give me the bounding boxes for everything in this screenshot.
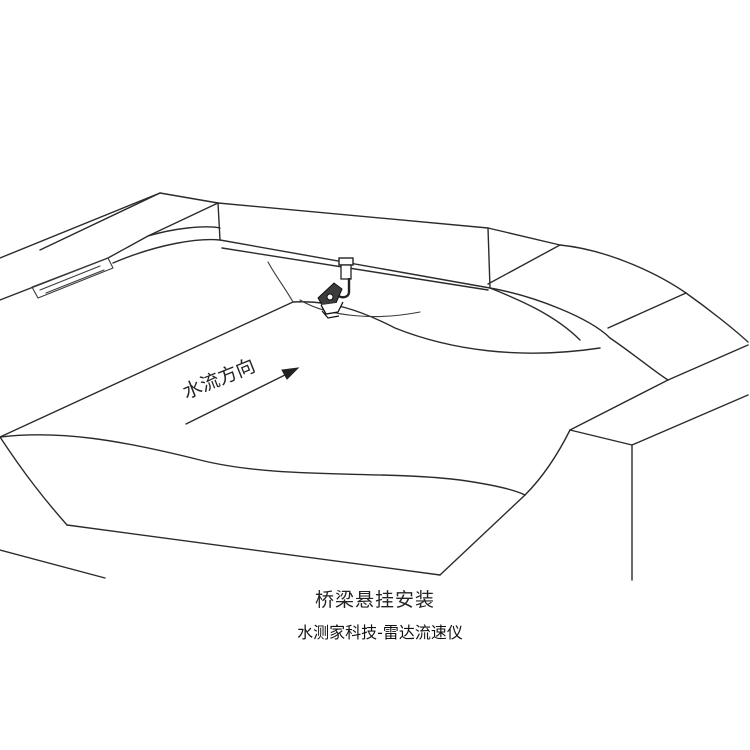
flow-direction: 水流方向	[180, 355, 300, 425]
flow-arrowhead-icon	[281, 367, 300, 380]
left-bank	[0, 192, 219, 301]
flow-arrow-icon	[185, 371, 292, 425]
flow-direction-label: 水流方向	[180, 355, 259, 404]
caption-title: 桥梁悬挂安装	[314, 589, 435, 611]
radar-sensor-icon	[317, 257, 354, 319]
right-bank	[524, 292, 749, 581]
bridge-deck	[112, 202, 687, 341]
caption-subtitle: 水测家科技-雷达流速仪	[297, 623, 463, 642]
channel-surface	[0, 261, 601, 579]
